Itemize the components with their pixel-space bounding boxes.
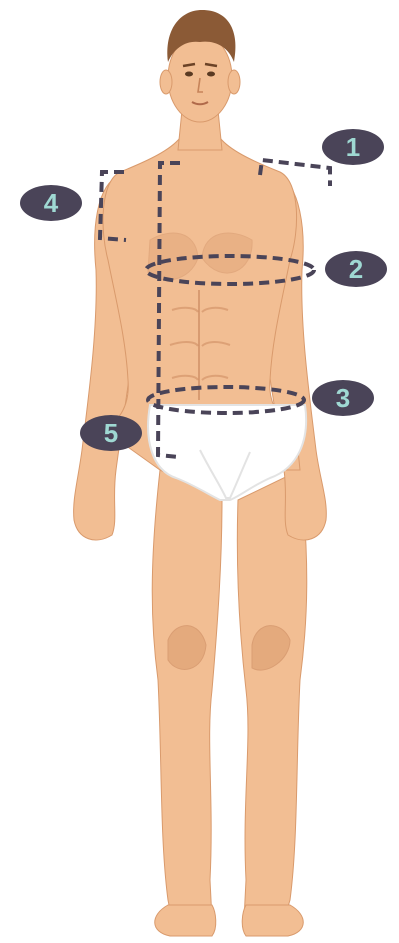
- marker-label: 4: [44, 188, 58, 219]
- marker-badge-4: 4: [20, 185, 82, 221]
- marker-badge-5: 5: [80, 415, 142, 451]
- marker-label: 2: [349, 254, 363, 285]
- head: [160, 10, 240, 150]
- marker-badge-1: 1: [322, 129, 384, 165]
- marker-badge-3: 3: [312, 380, 374, 416]
- marker-badge-2: 2: [325, 251, 387, 287]
- marker-label: 3: [336, 383, 350, 414]
- marker-label: 1: [346, 132, 360, 163]
- marker-label: 5: [104, 418, 118, 449]
- legs: [152, 470, 307, 936]
